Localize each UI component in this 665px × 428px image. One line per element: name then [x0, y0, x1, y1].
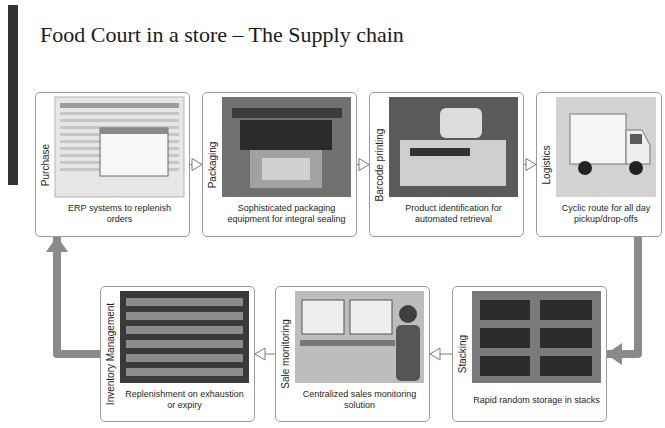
machine-part [250, 150, 322, 188]
machine-part [240, 120, 332, 150]
barcode-printer-photo [389, 97, 518, 197]
photo-ground [222, 97, 351, 197]
shelf-row [126, 354, 243, 362]
node-label: Inventory Management [105, 303, 117, 405]
bin [480, 356, 530, 376]
person-head [399, 305, 417, 323]
caption-text: Replenishment on exhaustion or expiry [121, 389, 248, 411]
dialog-window [100, 128, 168, 176]
inventory-shelves-photo [120, 291, 249, 383]
bin [480, 300, 530, 320]
process-box: Sale monitoringCentralized sales monitor… [275, 286, 430, 422]
photo-ground [295, 291, 424, 383]
dialog-bar [100, 128, 168, 134]
bin [540, 356, 592, 376]
photo-ground [120, 291, 249, 383]
process-box: StackingRapid random storage in stacks [452, 286, 607, 422]
label-column: Purchase [36, 93, 56, 236]
person-body [396, 325, 420, 381]
printer-slot [410, 148, 470, 156]
bin [480, 328, 530, 348]
photo-ground [556, 97, 656, 197]
desk [300, 340, 395, 346]
caption-text: Product identification for automated ret… [390, 203, 517, 225]
title: Food Court in a store – The Supply chain [40, 22, 404, 48]
side-bar [8, 5, 18, 185]
stacking-rack-photo [472, 291, 601, 383]
node-label: Packaging [207, 141, 219, 188]
process-box: Inventory ManagementReplenishment on exh… [100, 286, 255, 422]
shelf-row [126, 326, 243, 334]
label-column: Inventory Management [101, 287, 121, 421]
photo-ground [55, 97, 184, 197]
truck-cab [626, 130, 650, 164]
caption-block: Centralized sales monitoring solution [296, 389, 423, 412]
process-box: PurchaseERP systems to replenish orders [35, 92, 190, 237]
sales-monitor-photo [295, 291, 424, 383]
table-row [60, 103, 179, 108]
caption-text: ERP systems to replenish orders [56, 203, 183, 225]
caption-block: Sophisticated packaging equipment for in… [223, 203, 350, 226]
caption-text: Cyclic route for all day pickup/drop-off… [557, 203, 655, 225]
caption-block: Cyclic route for all day pickup/drop-off… [557, 203, 655, 226]
title-text: Food Court in a store – The Supply chain [40, 22, 404, 47]
flow-arrow [357, 164, 369, 165]
machine-part [232, 108, 342, 118]
machine-part [262, 158, 310, 180]
label-column: Logistics [537, 93, 557, 236]
shelf-row [126, 312, 243, 320]
wheel [578, 161, 592, 175]
shelf-row [126, 368, 243, 376]
process-box: LogisticsCyclic route for all day pickup… [536, 92, 662, 237]
table-row [60, 119, 179, 122]
caption-text: Centralized sales monitoring solution [296, 389, 423, 411]
hand [440, 108, 482, 138]
caption-block: Rapid random storage in stacks [473, 389, 600, 407]
monitor [350, 300, 392, 334]
node-label: Purchase [40, 143, 52, 185]
truck-box [570, 114, 626, 164]
printer [400, 140, 506, 186]
node-label: Stacking [457, 335, 469, 373]
packaging-machine-photo [222, 97, 351, 197]
table-row [60, 112, 179, 115]
erp-screen-photo [55, 97, 184, 197]
truck-photo [556, 97, 656, 197]
caption-block: Replenishment on exhaustion or expiry [121, 389, 248, 412]
process-box: Barcode printingProduct identification f… [369, 92, 524, 237]
return-arrow [57, 237, 100, 354]
caption-block: ERP systems to replenish orders [56, 203, 183, 226]
label-column: Barcode printing [370, 93, 390, 236]
flow-arrow [190, 164, 202, 165]
shelf-row [126, 298, 243, 306]
flow-arrow [430, 354, 452, 355]
flow-arrow [255, 354, 275, 355]
label-column: Packaging [203, 93, 223, 236]
caption-text: Rapid random storage in stacks [473, 395, 600, 406]
caption-block: Product identification for automated ret… [390, 203, 517, 226]
return-arrow [607, 237, 638, 354]
flow-arrow [524, 164, 536, 165]
wheel [629, 161, 643, 175]
node-label: Logistics [541, 145, 553, 184]
monitor [302, 300, 344, 334]
process-box: PackagingSophisticated packaging equipme… [202, 92, 357, 237]
photo-ground [472, 291, 601, 383]
shelf-row [126, 340, 243, 348]
bin [540, 328, 592, 348]
label-column: Sale monitoring [276, 287, 296, 421]
caption-text: Sophisticated packaging equipment for in… [223, 203, 350, 225]
photo-ground [389, 97, 518, 197]
truck-window [630, 134, 642, 144]
label-column: Stacking [453, 287, 473, 421]
node-label: Barcode printing [374, 128, 386, 201]
node-label: Sale monitoring [280, 319, 292, 388]
bin [540, 300, 592, 320]
